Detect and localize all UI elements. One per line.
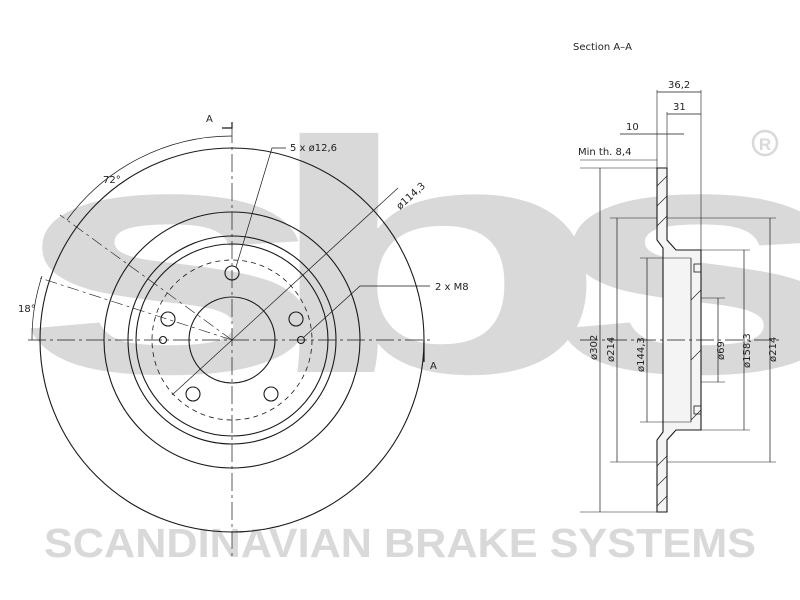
section-marker-top: A — [206, 114, 213, 125]
dia-outer-label: ø302 — [589, 335, 600, 360]
registered-mark: R — [751, 129, 779, 157]
pcd-dimension-line — [171, 284, 293, 396]
dia-inner-right-label: ø214 — [768, 337, 779, 362]
dim-overall-width: 36,2 — [668, 80, 690, 91]
brand-name: SCANDINAVIAN BRAKE SYSTEMS — [44, 520, 756, 566]
front-view — [28, 122, 432, 560]
angle-arc-18 — [31, 275, 43, 341]
angle-arc-72 — [66, 135, 233, 221]
section-view-labels: Section A–A 36,2 31 10 Min th. 8,4 ø302 … — [573, 42, 779, 372]
bolt-hole — [185, 386, 201, 402]
dim-min-thickness: Min th. 8,4 — [578, 147, 631, 158]
registered-mark-letter: R — [759, 135, 771, 154]
angle-ray-72 — [59, 214, 233, 341]
thread-leader — [303, 285, 430, 338]
dim-disc-thickness: 10 — [626, 122, 639, 133]
dia-hat-label: ø158,3 — [742, 333, 753, 368]
angle-18-label: 18° — [18, 304, 36, 315]
section-title: Section A–A — [573, 42, 632, 53]
bolt-holes-label: 5 x ø12,6 — [290, 143, 337, 154]
dia-inner-left-label: ø214 — [606, 337, 617, 362]
bolt-hole — [263, 386, 279, 402]
thread-label: 2 x M8 — [435, 282, 469, 293]
dia-hub-face-label: ø144,3 — [636, 337, 647, 372]
dia-center-bore-label: ø69 — [716, 341, 727, 360]
bolt-hole — [160, 311, 176, 327]
dim-hat-depth: 31 — [673, 102, 686, 113]
section-marker-right: A — [430, 361, 437, 372]
section-view — [580, 90, 780, 513]
bolt-hole — [288, 311, 304, 327]
angle-ray-18 — [39, 277, 233, 341]
angle-72-label: 72° — [103, 175, 121, 186]
section-bolt-hole — [693, 263, 702, 273]
pcd-leader — [291, 187, 399, 286]
section-arrow-top — [222, 122, 233, 129]
bolt-hole-leader — [235, 147, 286, 268]
section-bolt-hole — [693, 405, 702, 415]
